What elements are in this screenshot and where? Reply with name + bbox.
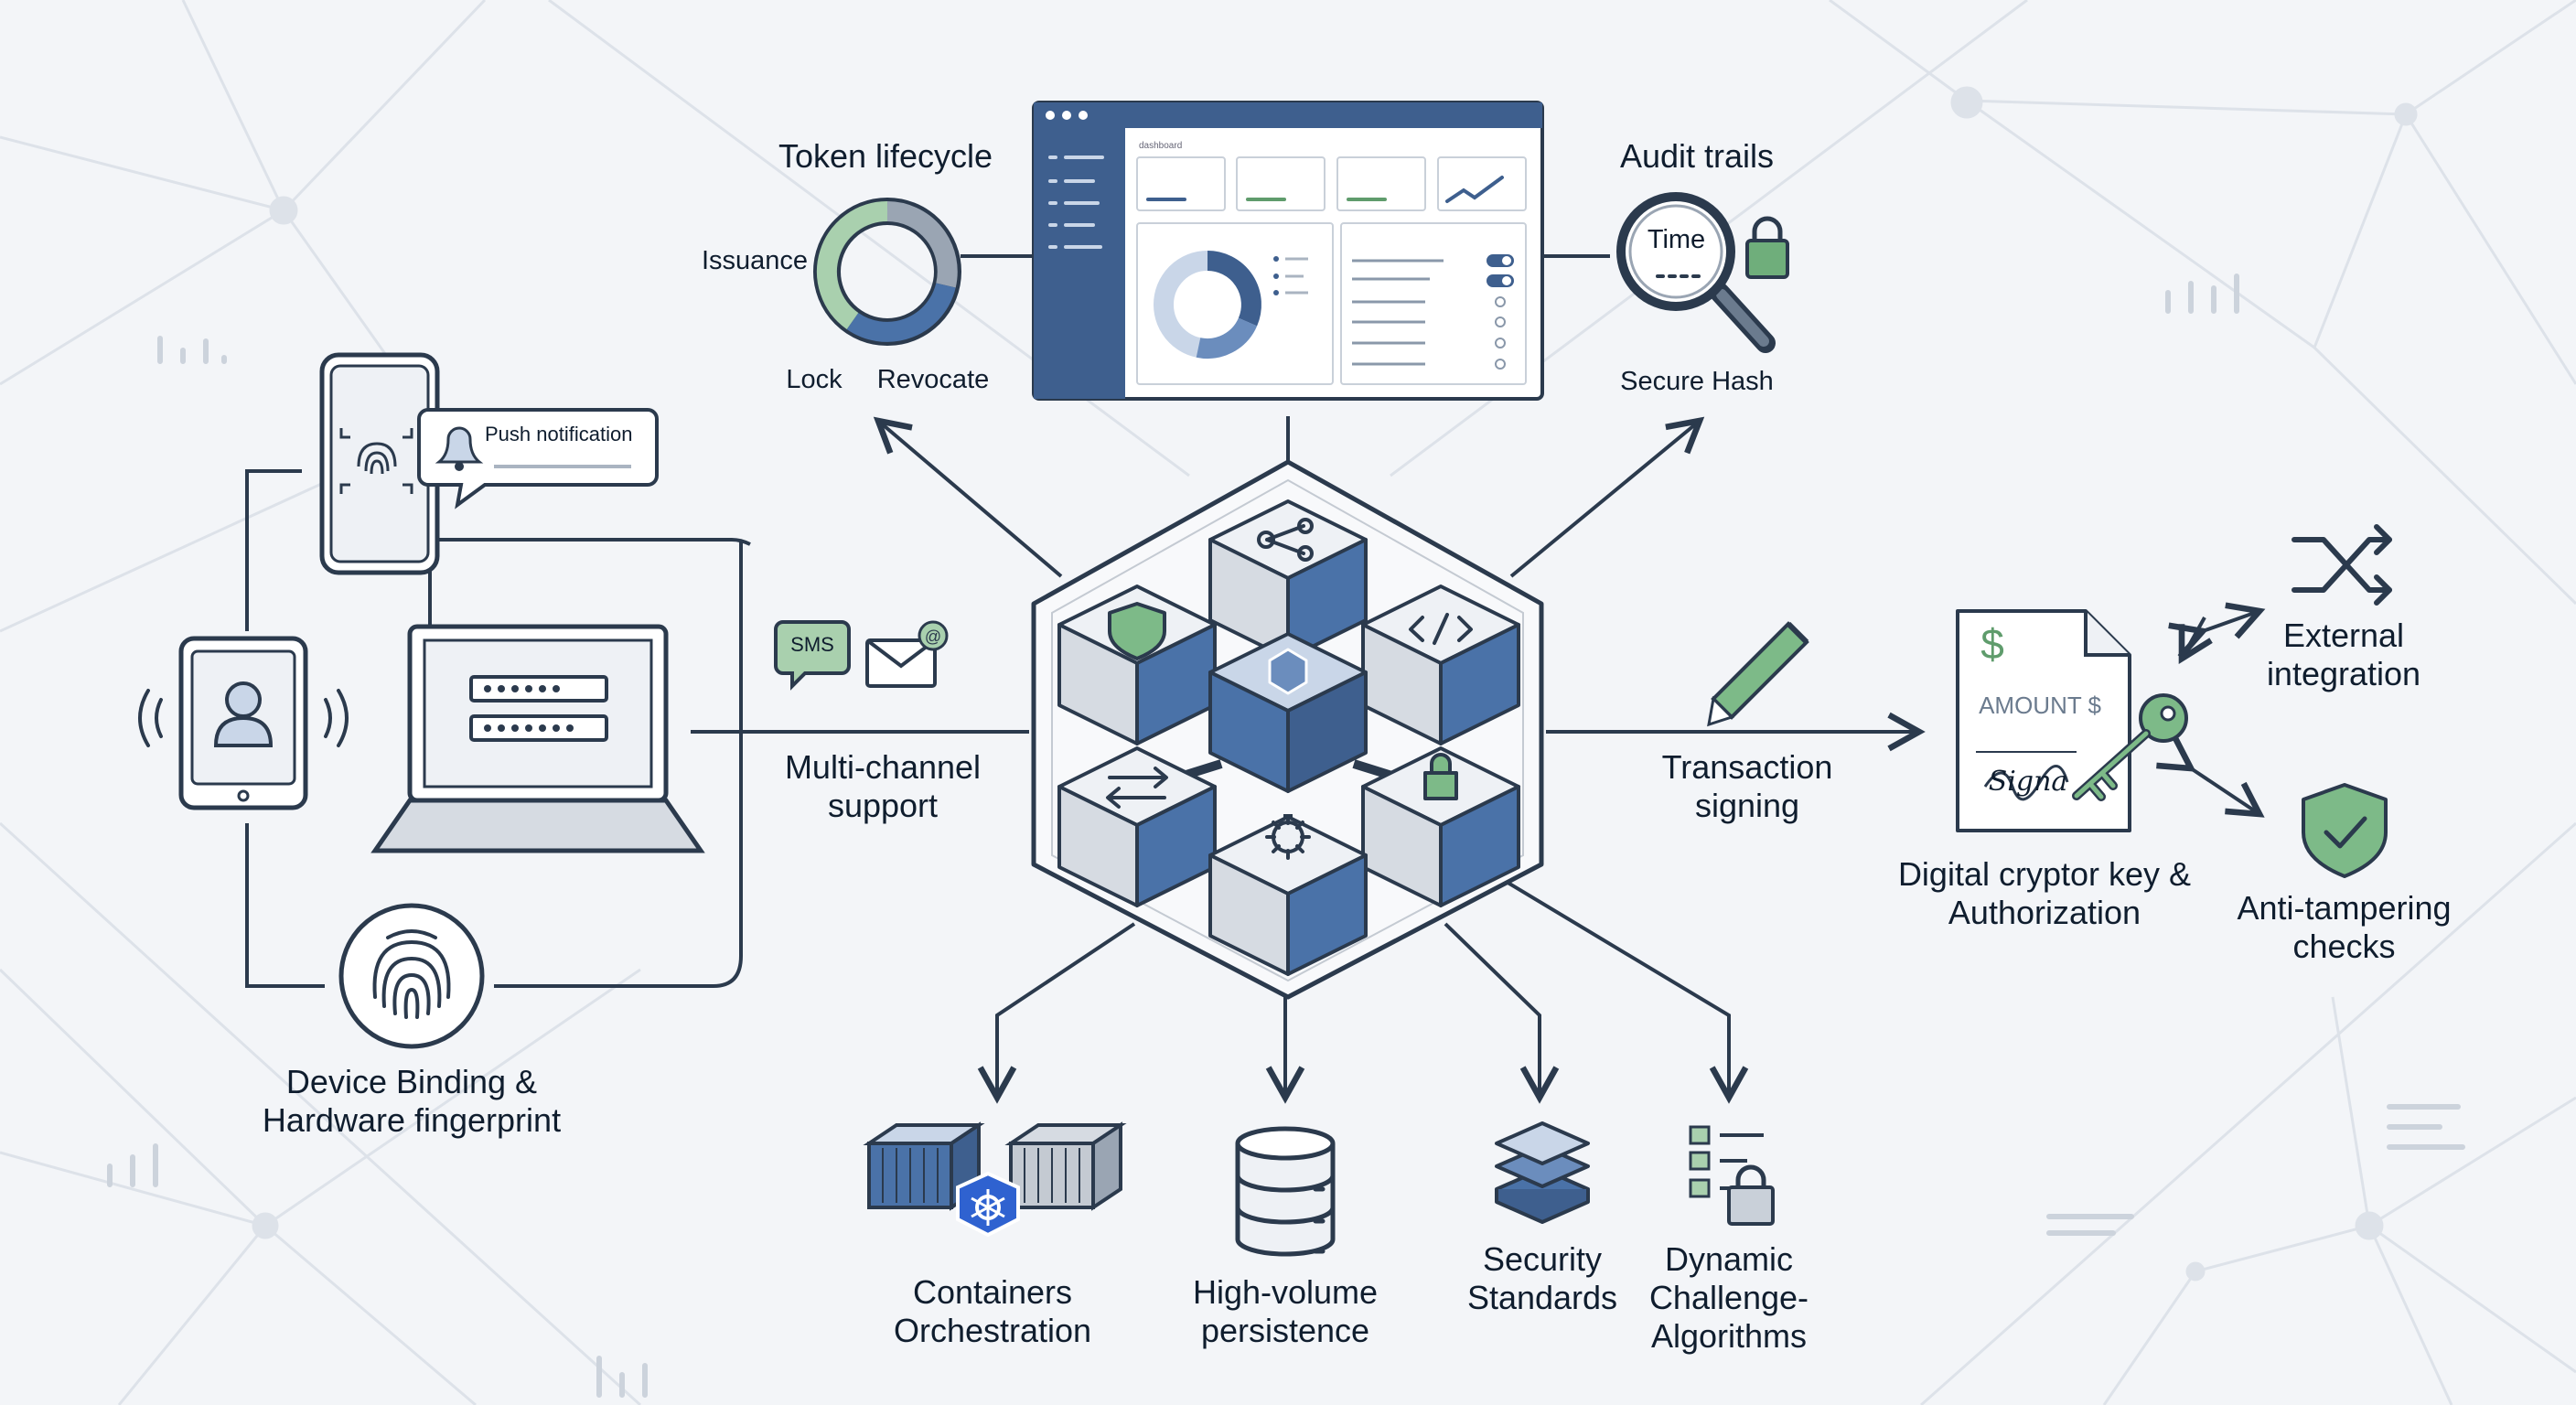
shield-icon <box>1108 602 1166 660</box>
push-notification-bubble <box>417 408 659 509</box>
dynamic-line1: Dynamic <box>1664 1240 1794 1278</box>
time-label: Time <box>1647 225 1706 254</box>
dynamic-line3: Algorithms <box>1650 1317 1808 1355</box>
cube-right-lower-right <box>1439 785 1520 907</box>
secure-hash-label: Secure Hash <box>1620 367 1774 396</box>
code-icon <box>1409 613 1473 645</box>
cube-top-right <box>1286 538 1368 660</box>
svg-text:@: @ <box>925 627 941 646</box>
blockchain-cube-icon <box>1268 648 1308 695</box>
cube-bottom-right <box>1286 853 1368 976</box>
issuance-label: Issuance <box>701 246 809 275</box>
cube-cluster <box>1057 499 1520 976</box>
token-lifecycle-title: Token lifecycle <box>778 137 993 175</box>
bell-icon <box>435 426 484 471</box>
connectors <box>245 254 2266 1104</box>
device-binding-line1: Device Binding & <box>285 1063 538 1100</box>
device-binding-line2: Hardware fingerprint <box>262 1101 562 1139</box>
revocate-label: Revocate <box>876 365 990 394</box>
dashboard-window: dashboard <box>1032 101 1544 401</box>
dollar-sign: $ <box>1980 620 2004 668</box>
audit-trails-title: Audit trails <box>1619 137 1775 175</box>
lock-label: Lock <box>786 365 843 394</box>
anti-tamper-line2: checks <box>2292 928 2396 965</box>
signature-text: Signa <box>1988 766 2068 798</box>
email-icon: @ <box>865 620 949 688</box>
containers-line1: Containers <box>912 1273 1073 1311</box>
multi-channel-line2: support <box>827 787 939 824</box>
external-line1: External <box>2282 617 2405 654</box>
multi-channel-line1: Multi-channel <box>784 748 982 786</box>
padlock-icon <box>1745 216 1789 279</box>
push-notification-label: Push notification <box>485 423 633 445</box>
sms-label: SMS <box>790 633 834 656</box>
checklist-lock-icon <box>1689 1125 1775 1226</box>
key-icon <box>2072 693 2188 801</box>
share-network-icon <box>1257 518 1314 562</box>
shield-check-icon <box>2302 783 2388 878</box>
digital-key-line2: Authorization <box>1948 894 2141 931</box>
anti-tamper-line1: Anti-tampering <box>2237 889 2452 927</box>
cube-center-right <box>1286 670 1368 793</box>
transfer-arrows-icon <box>1106 767 1168 809</box>
fingerprint-icon <box>338 903 485 1049</box>
security-line1: Security <box>1482 1240 1603 1278</box>
token-lifecycle-ring <box>813 198 961 346</box>
cube-right-upper-right <box>1439 623 1520 745</box>
magnifier-icon <box>1616 192 1776 353</box>
gear-icon <box>1265 814 1311 860</box>
security-line2: Standards <box>1466 1279 1618 1316</box>
tablet-icon <box>138 636 349 810</box>
stack-layers-icon <box>1495 1121 1590 1224</box>
sms-bubble-icon <box>774 620 851 691</box>
background-bar-glyphs <box>107 273 2465 1398</box>
dashboard-title: dashboard <box>1139 141 1182 151</box>
smartphone-icon <box>319 352 440 575</box>
containers-line2: Orchestration <box>893 1312 1092 1349</box>
digital-key-line1: Digital cryptor key & <box>1897 855 2192 893</box>
signed-document-icon <box>1956 609 2131 832</box>
dynamic-line2: Challenge- <box>1648 1279 1809 1316</box>
database-icon <box>1235 1126 1336 1257</box>
external-line2: integration <box>2266 655 2421 692</box>
lock-icon <box>1423 753 1458 800</box>
amount-label: AMOUNT $ <box>1979 692 2101 719</box>
pencil-icon <box>1707 621 1809 727</box>
transaction-line1: Transaction <box>1661 748 1833 786</box>
laptop-icon <box>370 624 705 853</box>
containers-icon <box>863 1121 1127 1238</box>
transaction-line2: signing <box>1694 787 1800 824</box>
persistence-line1: High-volume <box>1192 1273 1379 1311</box>
persistence-line2: persistence <box>1200 1312 1370 1349</box>
shuffle-icon <box>2292 524 2392 606</box>
